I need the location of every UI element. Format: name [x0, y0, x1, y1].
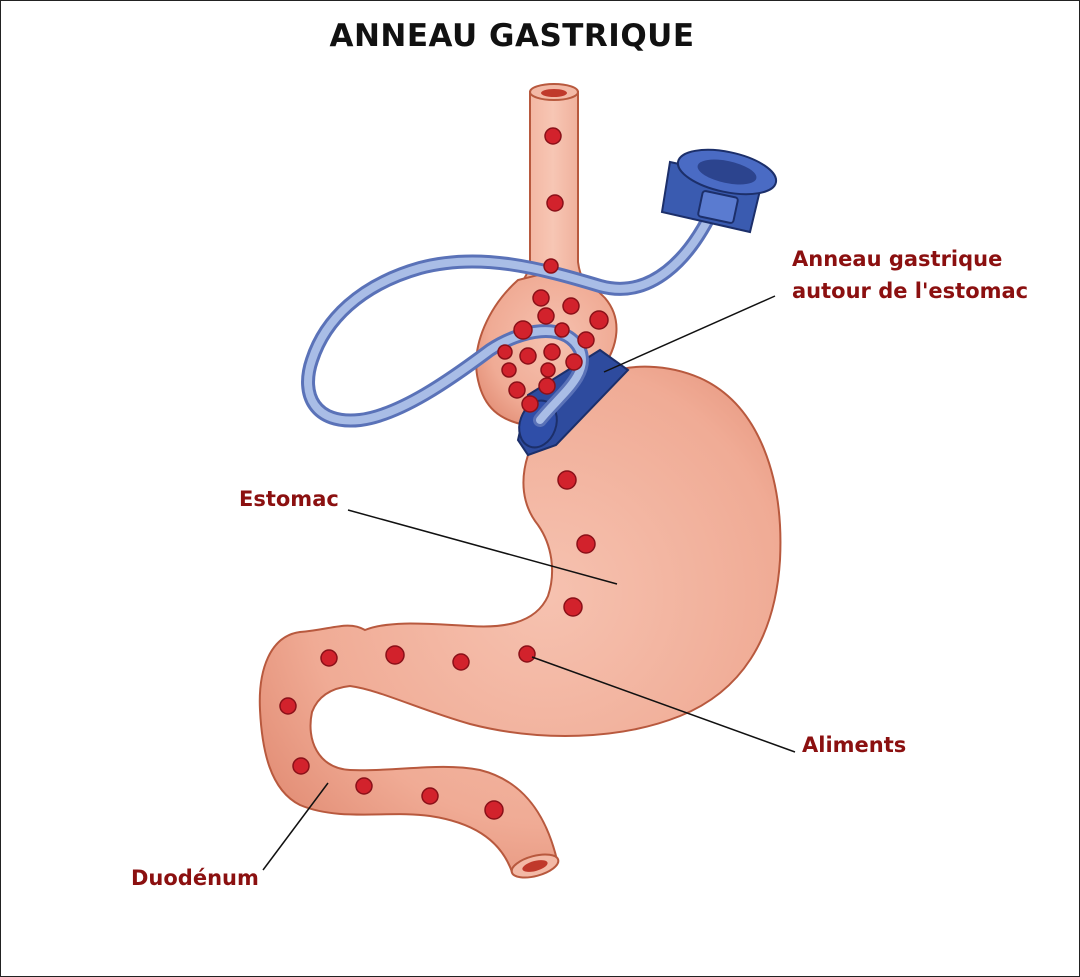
stomach-body	[258, 365, 782, 874]
label-stomach: Estomac	[239, 487, 339, 511]
food-particles	[279, 127, 609, 820]
leader-duodenum	[262, 782, 329, 871]
label-gastric-band-line1: Anneau gastrique	[792, 247, 1003, 271]
leader-food	[531, 656, 796, 753]
label-gastric-band: Anneau gastrique autour de l'estomac	[792, 243, 1028, 307]
label-duodenum: Duodénum	[131, 866, 259, 890]
label-gastric-band-line2: autour de l'estomac	[792, 279, 1029, 303]
label-food: Aliments	[802, 733, 907, 757]
leader-ring	[603, 295, 776, 373]
injection-port	[660, 148, 778, 234]
leader-stomach	[347, 509, 618, 585]
diagram-title: ANNEAU GASTRIQUE	[329, 18, 695, 54]
